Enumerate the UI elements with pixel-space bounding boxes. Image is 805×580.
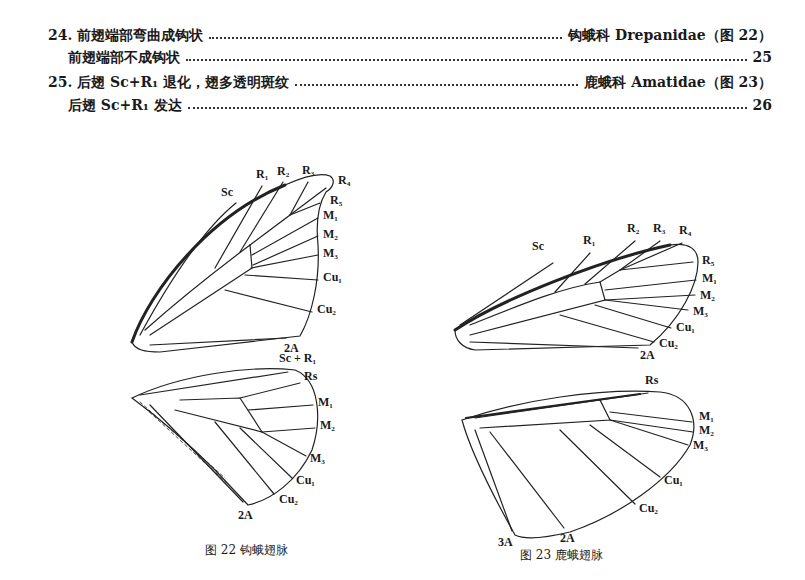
vein-label: R₂ [627, 222, 639, 236]
vein-label: Sc [532, 240, 544, 254]
vein-label: M₃ [693, 305, 708, 319]
vein-label: R₃ [302, 164, 314, 178]
dot-leader [186, 59, 747, 61]
figure-caption: 图 23 鹿蛾翅脉 [520, 549, 603, 563]
vein-label: Sc + R₁ [279, 352, 316, 366]
vein-label: Rs [645, 374, 658, 388]
vein-label: R₁ [583, 234, 595, 248]
vein-label: Rs [304, 370, 317, 384]
vein-label: R₃ [653, 222, 665, 236]
vein-label: 3A [498, 536, 513, 550]
key-result: 25 [753, 49, 772, 65]
vein-label: Cu₁ [676, 321, 695, 335]
vein-label: M₁ [318, 396, 333, 410]
vein-label: R₅ [702, 254, 714, 268]
vein-label: M₁ [699, 410, 714, 424]
vein-label: Cu₂ [317, 303, 336, 317]
key-text: 25. 后翅 Sc+R₁ 退化，翅多透明斑纹 [48, 74, 289, 90]
vein-label: R₅ [330, 194, 342, 208]
dot-leader [295, 84, 578, 86]
vein-label: R₁ [256, 168, 268, 182]
dot-leader [209, 37, 562, 39]
vein-label: M₂ [700, 289, 715, 303]
vein-label: 2A [640, 349, 655, 363]
vein-label: R₄ [679, 224, 691, 238]
key-result: 26 [753, 97, 772, 113]
vein-label: Cu₁ [323, 271, 342, 285]
vein-label: R₂ [277, 165, 289, 179]
vein-label: Cu₂ [279, 493, 298, 507]
vein-label: R₄ [338, 174, 350, 188]
key-result: 钩蛾科 Drepanidae（图 22） [568, 27, 772, 43]
vein-label: M₂ [323, 228, 338, 242]
vein-label: M₃ [693, 439, 708, 453]
vein-label: M₂ [699, 424, 714, 438]
key-result: 鹿蛾科 Amatidae（图 23） [584, 74, 772, 90]
key-text: 24. 前翅端部弯曲成钩状 [48, 27, 203, 43]
vein-label: 2A [560, 532, 575, 546]
vein-label: M₃ [310, 452, 325, 466]
vein-label: M₁ [702, 272, 717, 286]
vein-label: Cu₂ [639, 502, 658, 516]
dot-leader [188, 107, 747, 109]
figure-caption: 图 22 钩蛾翅脉 [205, 544, 288, 558]
vein-label: M₂ [320, 419, 335, 433]
vein-label: 2A [238, 509, 253, 523]
key-text: 后翅 Sc+R₁ 发达 [68, 97, 182, 113]
vein-label: Cu₁ [296, 474, 315, 488]
key-text: 前翅端部不成钩状 [68, 49, 180, 65]
vein-label: M₃ [323, 247, 338, 261]
vein-label: Cu₁ [664, 474, 683, 488]
vein-label: Sc [221, 186, 233, 200]
vein-label: Cu₂ [659, 337, 678, 351]
vein-label: M₁ [323, 209, 338, 223]
